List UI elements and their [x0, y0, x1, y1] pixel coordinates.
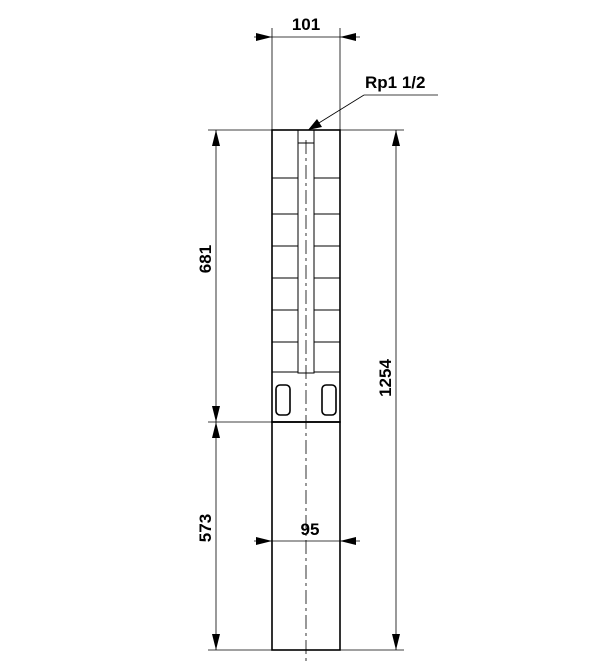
left-dimensions: 681 573 [196, 129, 272, 651]
thread-callout: Rp1 1/2 [308, 73, 438, 130]
stage-lines [272, 177, 340, 373]
total-height-label: 1254 [376, 359, 395, 397]
pump-height-label: 681 [196, 245, 215, 273]
inlet-slot-left [275, 384, 291, 416]
top-width-label: 101 [292, 15, 320, 34]
inlet-slot-right [321, 384, 337, 416]
total-height-dimension: 1254 [340, 129, 404, 651]
motor-width-label: 95 [301, 520, 320, 539]
motor-width-dimension: 95 [254, 520, 360, 545]
top-width-dimension: 101 [254, 15, 360, 130]
motor-height-label: 573 [196, 514, 215, 542]
thread-label: Rp1 1/2 [365, 73, 425, 92]
